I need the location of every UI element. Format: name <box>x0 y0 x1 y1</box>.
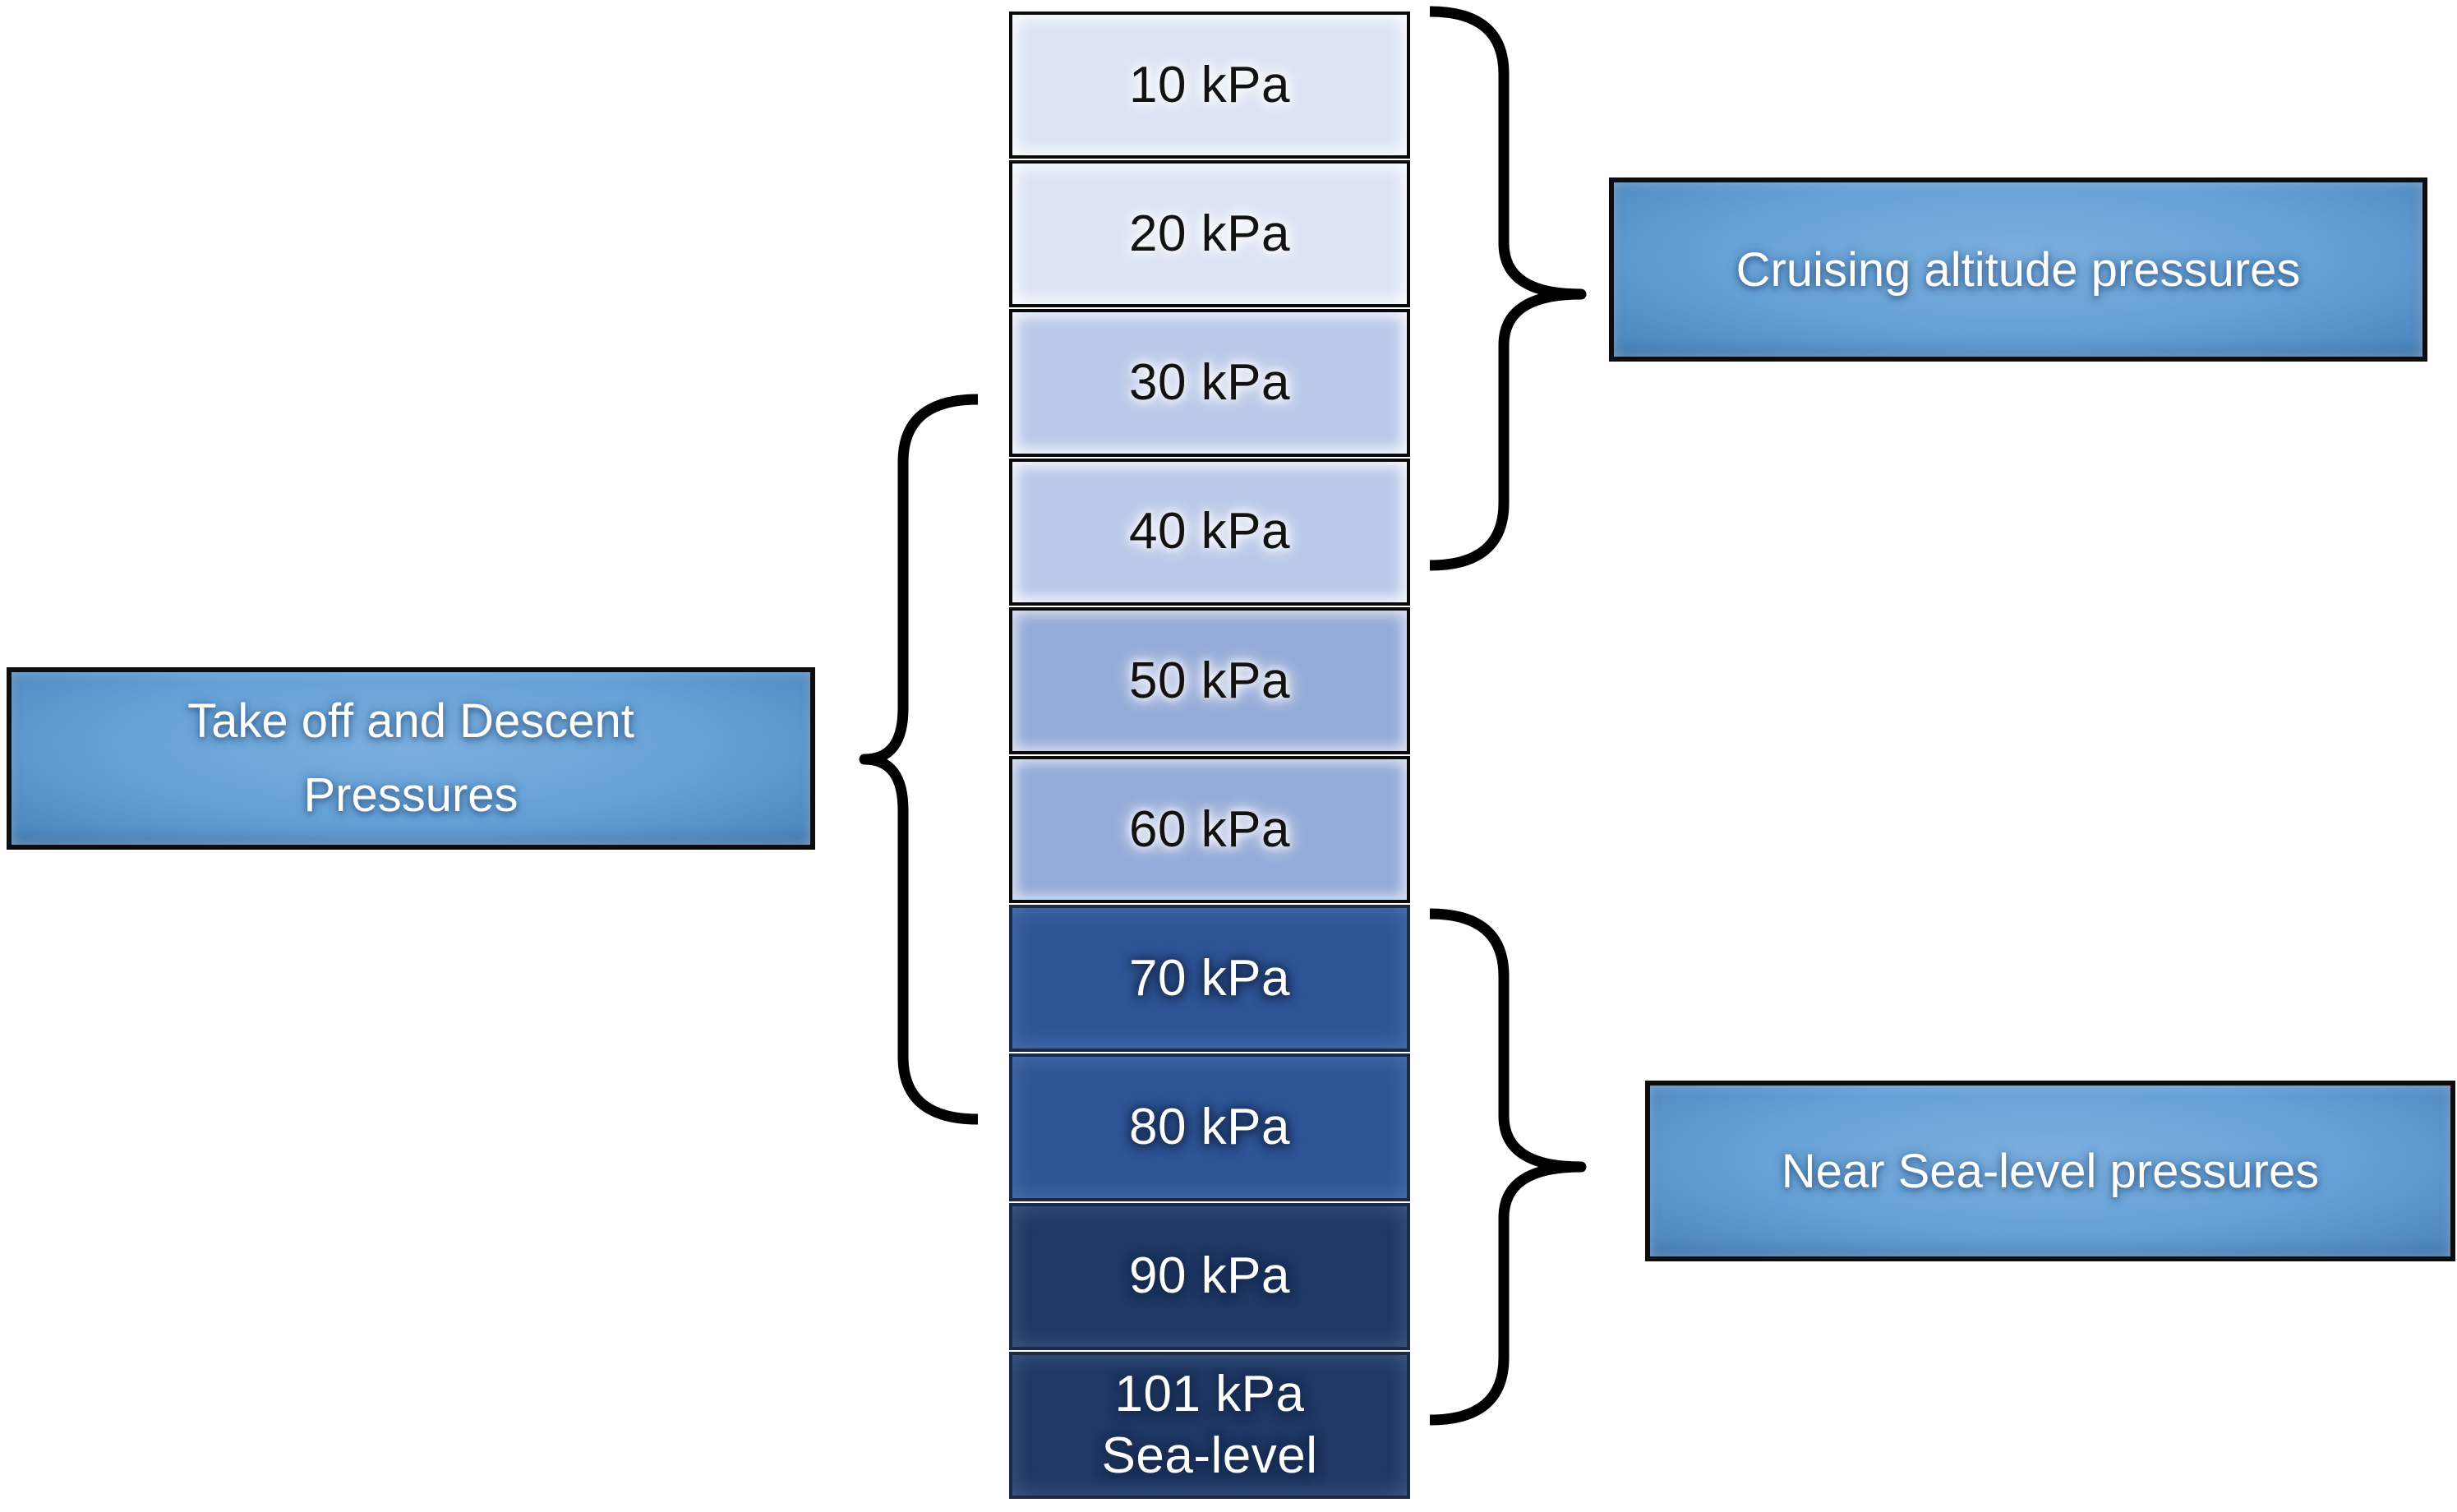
pressure-box: 60 kPa <box>1009 756 1410 904</box>
brace-sealevel-icon <box>1424 907 1588 1427</box>
callout-near-sea-level: Near Sea-level pressures <box>1645 1081 2455 1261</box>
brace-takeoff-icon <box>856 393 984 1126</box>
pressure-box-label: 90 kPa <box>1128 1247 1291 1305</box>
pressure-box-label: 70 kPa <box>1128 950 1291 1007</box>
pressure-box: 30 kPa <box>1009 309 1410 457</box>
pressure-box-label: 10 kPa <box>1128 56 1291 113</box>
callout-takeoff-line1: Take off and Descent <box>187 694 634 749</box>
pressure-box: 10 kPa <box>1009 12 1410 159</box>
brace-path <box>859 394 979 1125</box>
pressure-box: 80 kPa <box>1009 1053 1410 1201</box>
pressure-box: 70 kPa <box>1009 905 1410 1053</box>
pressure-box-label: 60 kPa <box>1128 800 1291 858</box>
pressure-box: 40 kPa <box>1009 458 1410 606</box>
callout-takeoff-line2: Pressures <box>303 768 519 822</box>
pressure-box: 50 kPa <box>1009 606 1410 755</box>
pressure-stack: 10 kPa 20 kPa 30 kPa 40 kPa 50 kPa 60 kP… <box>1009 12 1410 1500</box>
pressure-box: 101 kPa Sea-level <box>1009 1351 1410 1500</box>
pressure-box-label: 40 kPa <box>1128 503 1291 560</box>
pressure-box-label: 101 kPa <box>1114 1365 1305 1422</box>
callout-cruising-altitude: Cruising altitude pressures <box>1609 177 2427 362</box>
pressure-box: 20 kPa <box>1009 160 1410 308</box>
brace-path <box>1429 6 1587 571</box>
callout-cruising-text: Cruising altitude pressures <box>1736 242 2301 297</box>
pressure-box: 90 kPa <box>1009 1202 1410 1350</box>
pressure-box-label: 50 kPa <box>1128 652 1291 709</box>
pressure-box-label: 80 kPa <box>1128 1099 1291 1156</box>
brace-cruising-icon <box>1424 5 1588 572</box>
brace-path <box>1429 908 1587 1426</box>
pressure-box-label: 30 kPa <box>1128 354 1291 412</box>
callout-takeoff-descent: Take off and Descent Pressures <box>7 667 815 850</box>
callout-sealevel-text: Near Sea-level pressures <box>1781 1144 2320 1198</box>
pressure-box-sublabel: Sea-level <box>1101 1427 1318 1485</box>
pressure-box-label: 20 kPa <box>1128 205 1291 262</box>
